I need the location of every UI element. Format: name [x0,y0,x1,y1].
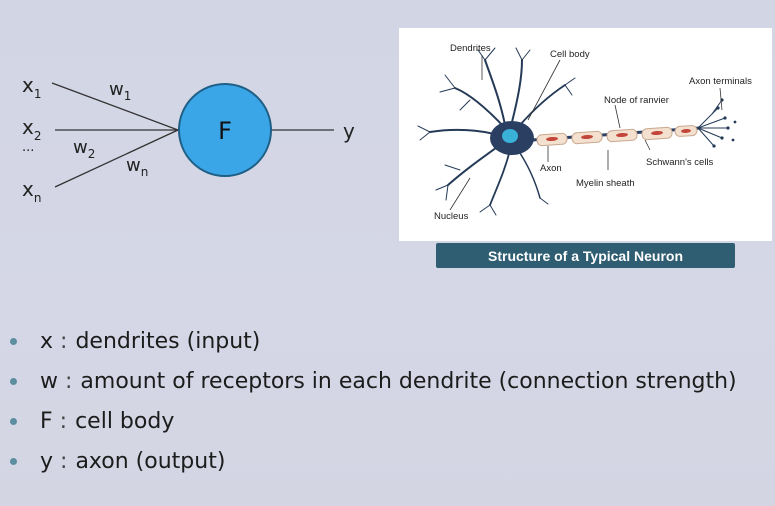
bullet-dot [10,458,17,465]
definition-colon: : [60,329,68,354]
input-xn-label: xn [22,177,41,205]
node-f-label: F [218,117,232,145]
output-y-label: y [343,119,355,143]
label-leader-lines [449,55,723,211]
label-axon: Axon [540,163,562,174]
dendrite-branches [417,47,576,216]
label-axon-terminals: Axon terminals [689,76,752,87]
weight-wn-label: wn [126,155,148,179]
definition-list: x:dendrites (input) w:amount of receptor… [10,322,737,482]
label-schwanns-cells: Schwann's cells [646,157,714,168]
label-node-of-ranvier: Node of ranvier [604,95,669,106]
bullet-dot [10,418,17,425]
weight-w2-label: w2 [73,137,95,161]
definition-term: x [40,329,54,354]
perceptron-diagram: F x1 x2 ... xn w1 w2 wn y [22,73,355,205]
axon-terminal-dots [712,98,737,148]
definition-colon: : [65,369,73,394]
definition-text: cell body [75,409,175,434]
definition-text: dendrites (input) [75,329,261,354]
myelin-segments [536,125,698,147]
node-f-circle [178,83,272,177]
bullet-dot [10,378,17,385]
weight-w1-label: w1 [109,79,131,103]
nucleus-shape [502,129,518,143]
definition-term: F [40,409,53,434]
edge-x1 [51,82,179,131]
label-cell-body: Cell body [550,49,590,60]
definition-text: axon (output) [75,449,226,474]
bullet-dot [10,338,17,345]
definition-term: w [40,369,58,394]
edge-xn [54,129,179,188]
input-ellipsis: ... [22,140,34,155]
definition-colon: : [59,409,68,434]
definition-text: amount of receptors in each dendrite (co… [80,369,737,394]
label-nucleus: Nucleus [434,211,469,222]
axon-terminal-branches [697,99,728,147]
label-dendrites: Dendrites [450,43,491,54]
neuron-caption-bar: Structure of a Typical Neuron [436,243,735,268]
label-myelin-sheath: Myelin sheath [576,178,635,189]
neuron-caption-text: Structure of a Typical Neuron [488,247,683,264]
input-x1-label: x1 [22,73,41,101]
definition-item-y: y: axon (output) [10,442,737,482]
definition-item-w: w: amount of receptors in each dendrite (… [10,362,737,402]
neuron-illustration: Dendrites Cell body Axon terminals Node … [399,28,772,241]
definition-term: y [40,449,54,474]
definition-item-f: F: cell body [10,402,737,442]
definition-colon: : [60,449,68,474]
definition-item-x: x: dendrites (input) [10,322,737,362]
input-x2-label: x2 [22,115,41,143]
